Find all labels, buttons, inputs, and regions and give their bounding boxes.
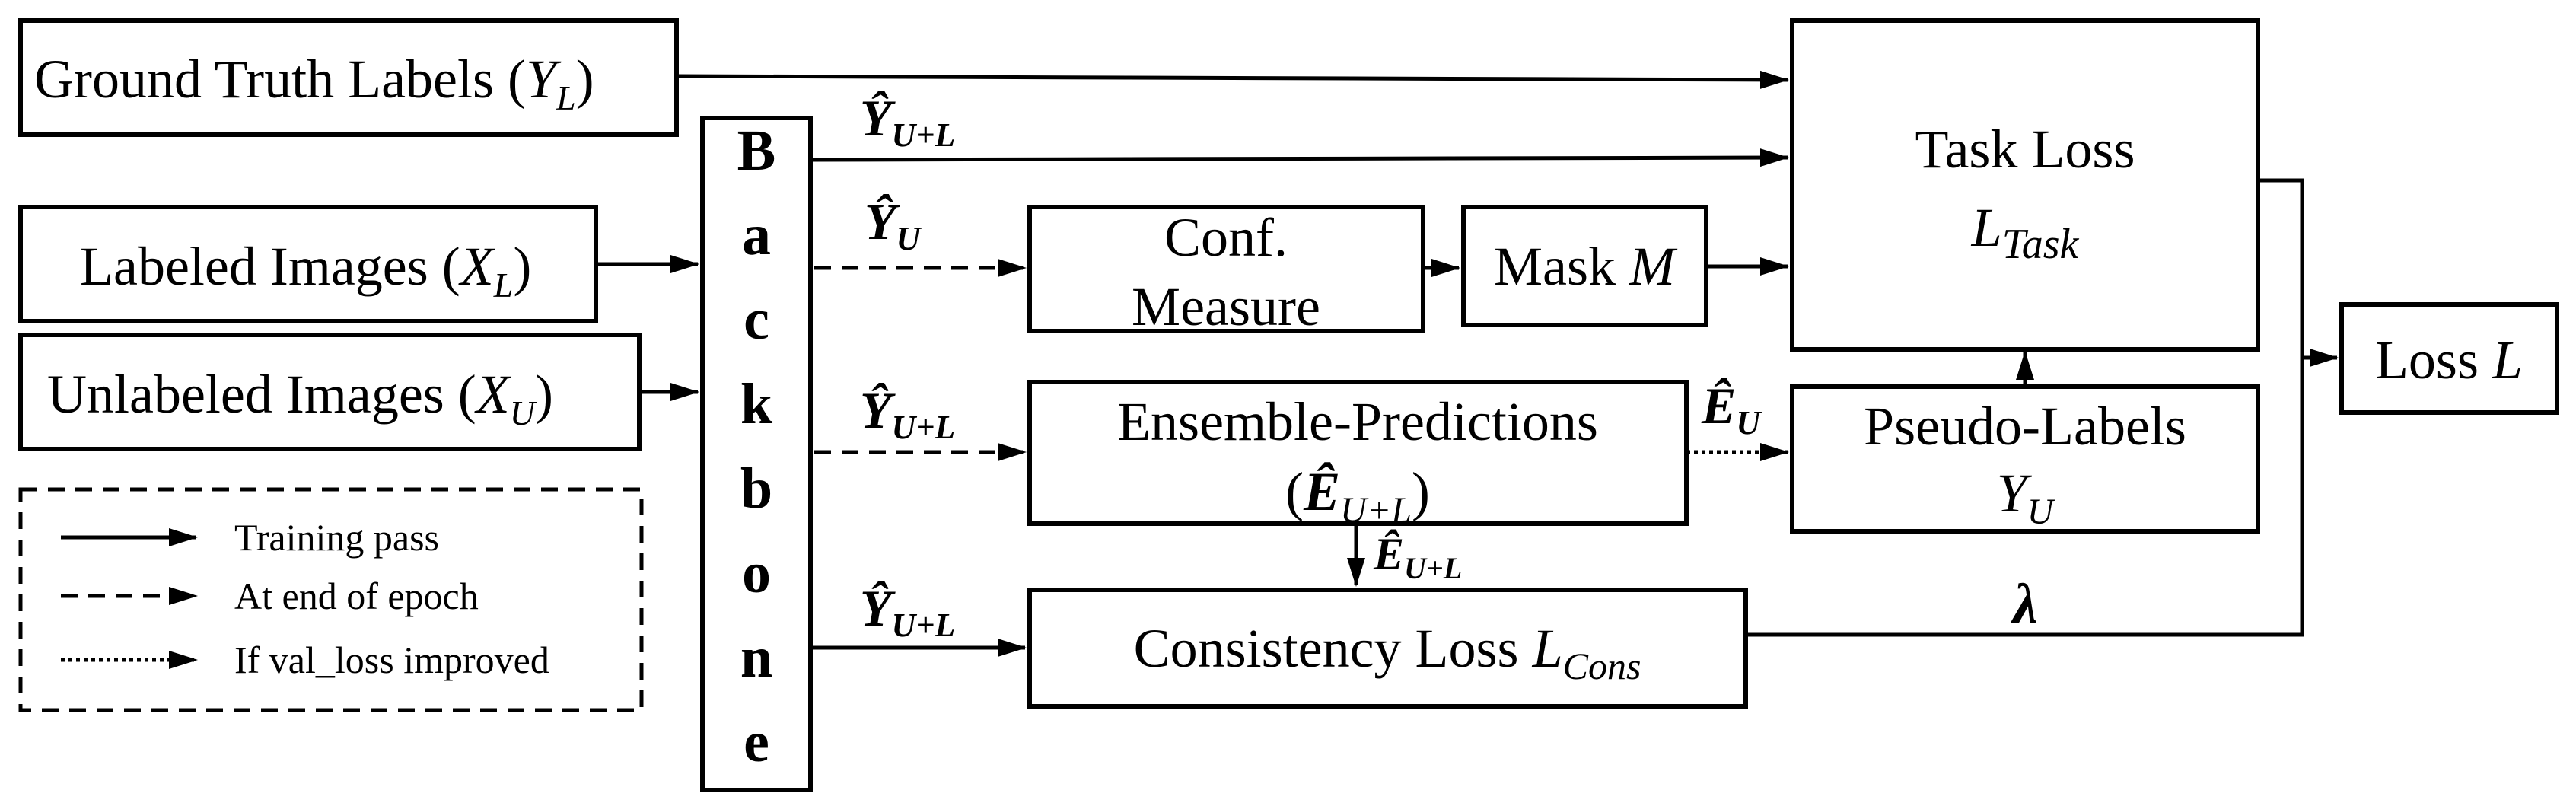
- backbone-letter: e: [744, 710, 769, 774]
- task-loss-symbol: LTask: [1971, 197, 2080, 268]
- labeled-images-node: Labeled Images (XL): [18, 205, 598, 323]
- loss-node: Loss L: [2339, 302, 2559, 415]
- edge-label-e-hat-u: ÊU: [1701, 377, 1762, 441]
- edge-label-y-hat-u: ŶU: [865, 193, 922, 257]
- unlabeled-images-node: Unlabeled Images (XU): [18, 333, 642, 451]
- unlabeled-images-label: Unlabeled Images (XU): [47, 364, 553, 432]
- pseudo-labels-node: Pseudo-Labels YU: [1790, 384, 2260, 534]
- consistency-loss-node: Consistency Loss LCons: [1027, 588, 1748, 709]
- ground-truth-label: Ground Truth Labels (YL): [34, 49, 594, 117]
- backbone-letter: a: [742, 203, 771, 267]
- edge-label-y-hat-ul-mid: ŶU+L: [860, 381, 955, 446]
- edge-label-e-hat-ul: ÊU+L: [1373, 529, 1462, 585]
- task-loss-line1: Task Loss: [1915, 119, 2135, 180]
- backbone-letter: n: [740, 626, 772, 690]
- ensemble-predictions-node: Ensemble-Predictions (ÊU+L): [1027, 380, 1689, 530]
- edge-labels: ŶU+L ŶU ŶU+L ŶU+L ÊU ÊU+L λ: [860, 89, 2038, 644]
- legend-frame: [18, 487, 644, 712]
- legend-training-pass: Training pass: [234, 516, 439, 559]
- backbone-letter: o: [742, 541, 771, 605]
- edge-label-y-hat-ul-top: ŶU+L: [860, 89, 955, 154]
- mask-label: Mask M: [1494, 236, 1678, 297]
- conf-measure-node: Conf. Measure: [1027, 205, 1425, 337]
- conf-measure-line1: Conf.: [1164, 207, 1288, 268]
- edge-label-y-hat-ul-bottom: ŶU+L: [860, 579, 955, 644]
- backbone-letter: B: [737, 119, 776, 183]
- ensemble-symbol: (ÊU+L): [1285, 461, 1430, 530]
- legend-val-loss-improved: If val_loss improved: [234, 639, 549, 681]
- pseudo-labels-symbol: YU: [1997, 463, 2056, 532]
- labeled-images-label: Labeled Images (XL): [80, 236, 531, 304]
- task-loss-node: Task Loss LTask: [1790, 18, 2260, 352]
- ensemble-line1: Ensemble-Predictions: [1117, 391, 1598, 452]
- ground-truth-node: Ground Truth Labels (YL): [18, 18, 679, 137]
- loss-label: Loss L: [2375, 330, 2523, 390]
- edge-task-loss-to-loss: [2258, 178, 2339, 367]
- edge-ground-truth-to-task-loss: [676, 70, 1789, 89]
- edge-consistency-to-loss: [1746, 358, 2304, 637]
- edge-label-lambda: λ: [2011, 573, 2038, 636]
- edges: [596, 70, 2339, 657]
- mask-node: Mask M: [1461, 205, 1708, 327]
- legend: Training pass At end of epoch If val_los…: [18, 487, 644, 712]
- edge-backbone-to-task-loss: [810, 148, 1789, 167]
- backbone-letter: b: [740, 457, 772, 521]
- backbone-letter: c: [744, 288, 769, 352]
- conf-measure-line2: Measure: [1132, 276, 1320, 337]
- backbone-letter: k: [740, 372, 773, 436]
- pseudo-labels-line1: Pseudo-Labels: [1864, 396, 2186, 457]
- legend-end-of-epoch: At end of epoch: [234, 575, 479, 617]
- consistency-loss-label: Consistency Loss LCons: [1134, 618, 1641, 687]
